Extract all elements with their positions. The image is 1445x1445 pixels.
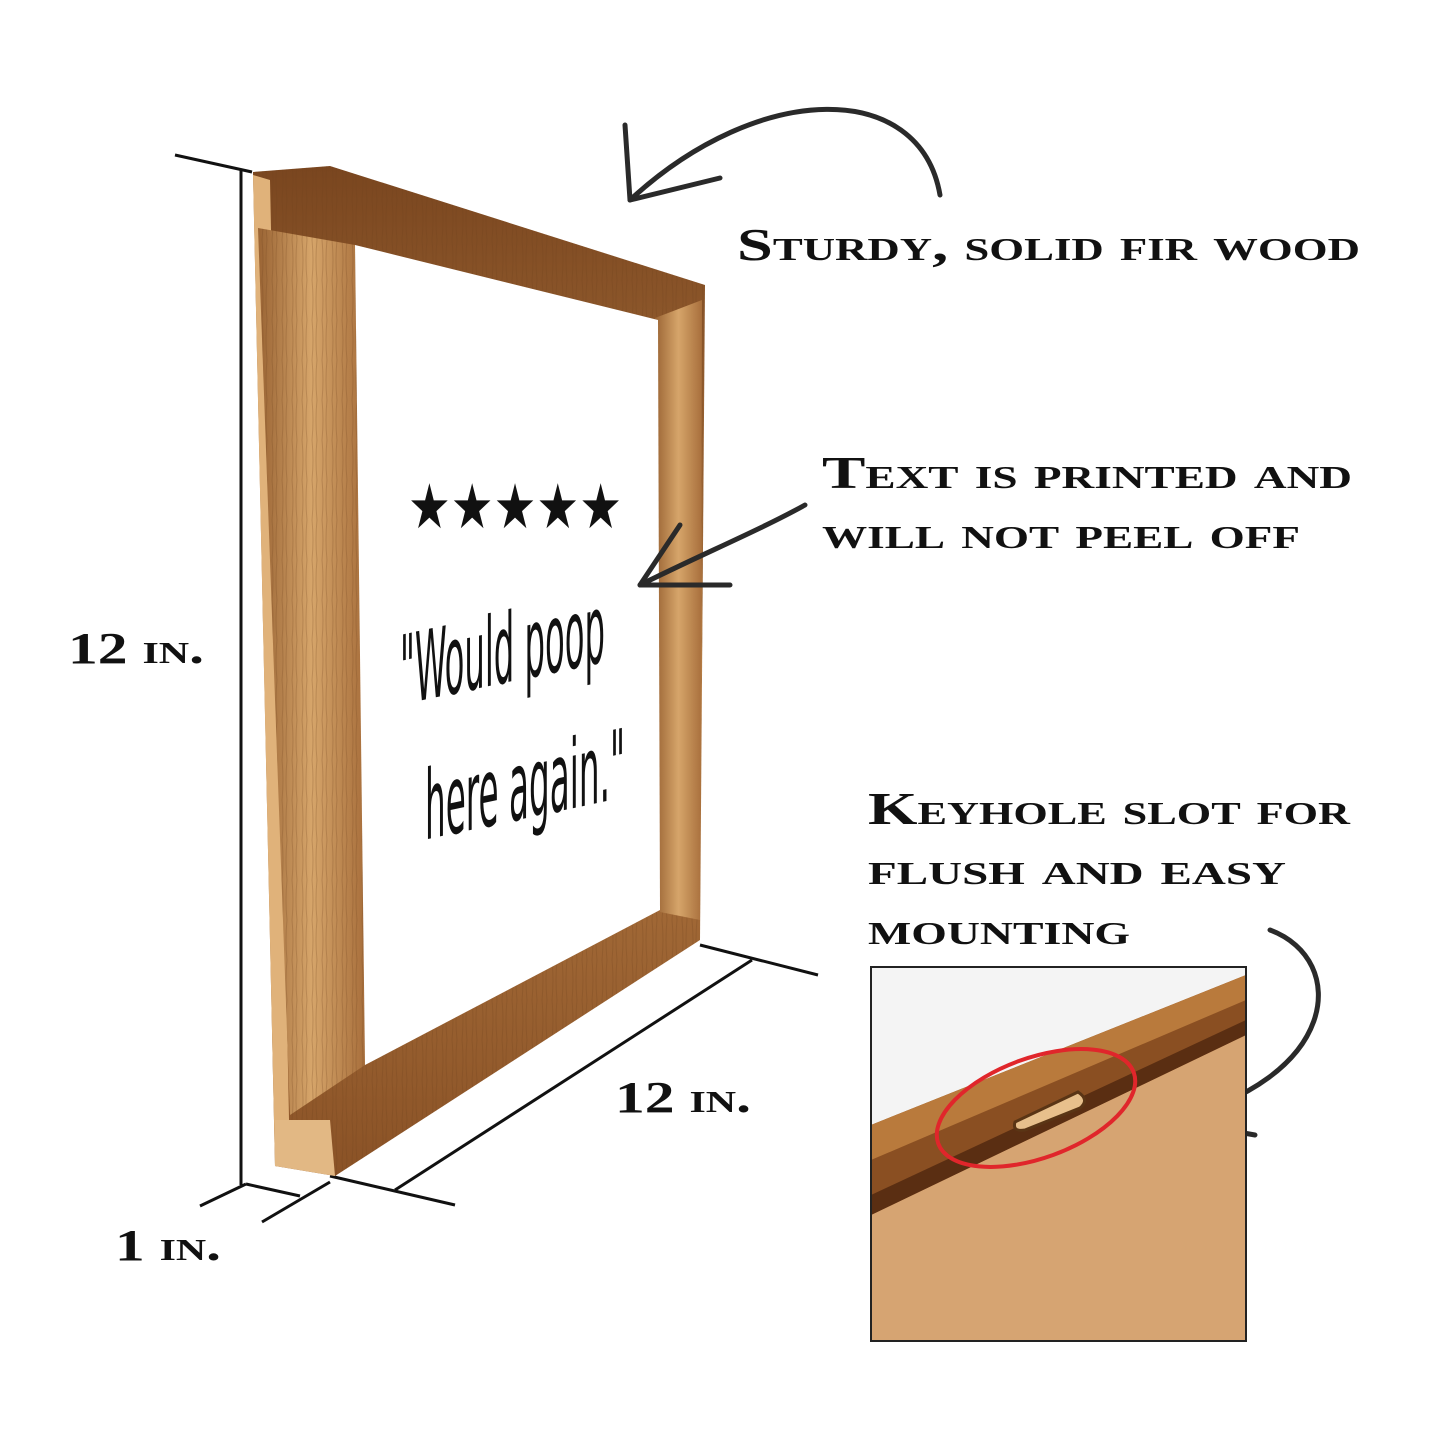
keyhole-slot [1013,1090,1086,1132]
callout-keyhole-line2: flush and easy [868,843,1286,894]
sign-content: ★★★★★ "Would poop here again." [400,470,625,862]
arrow-icon [637,502,808,588]
dimension-depth: 1 in. [115,1221,221,1270]
callout-print-line1: Text is printed and [822,447,1352,498]
rating-stars: ★★★★★ [408,470,622,543]
wood-frame [253,166,705,1176]
keyhole-inset-photo [870,966,1247,1342]
dimension-lines [174,153,819,1224]
highlight-circle [934,1047,1138,1169]
callout-print-line2: will not peel off [822,507,1300,558]
sign-panel [355,245,660,1065]
callout-keyhole-line3: mounting [868,903,1130,954]
curved-arrow-icon [627,106,943,203]
dimension-height: 12 in. [68,624,204,673]
callout-wood: Sturdy, solid fir wood [737,219,1360,270]
callout-keyhole-line1: Keyhole slot for [868,783,1351,834]
dimension-width: 12 in. [615,1073,751,1122]
